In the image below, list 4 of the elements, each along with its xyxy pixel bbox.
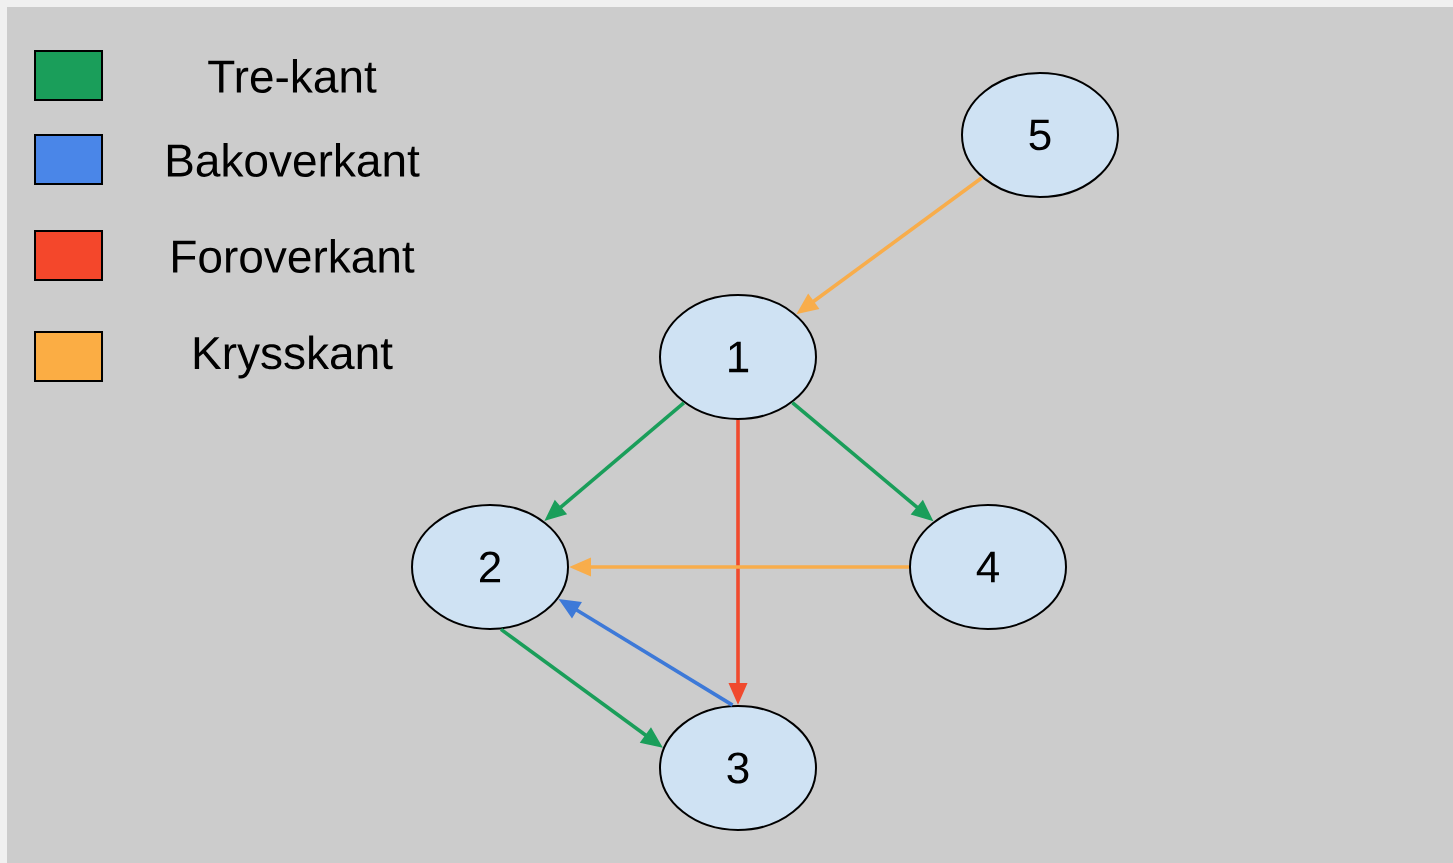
legend-label: Foroverkant [173,239,415,273]
legend-label: Tre-kant [208,59,377,93]
legend-label: Krysskant [194,335,393,379]
legend-label: Bakoverkant [167,143,420,177]
